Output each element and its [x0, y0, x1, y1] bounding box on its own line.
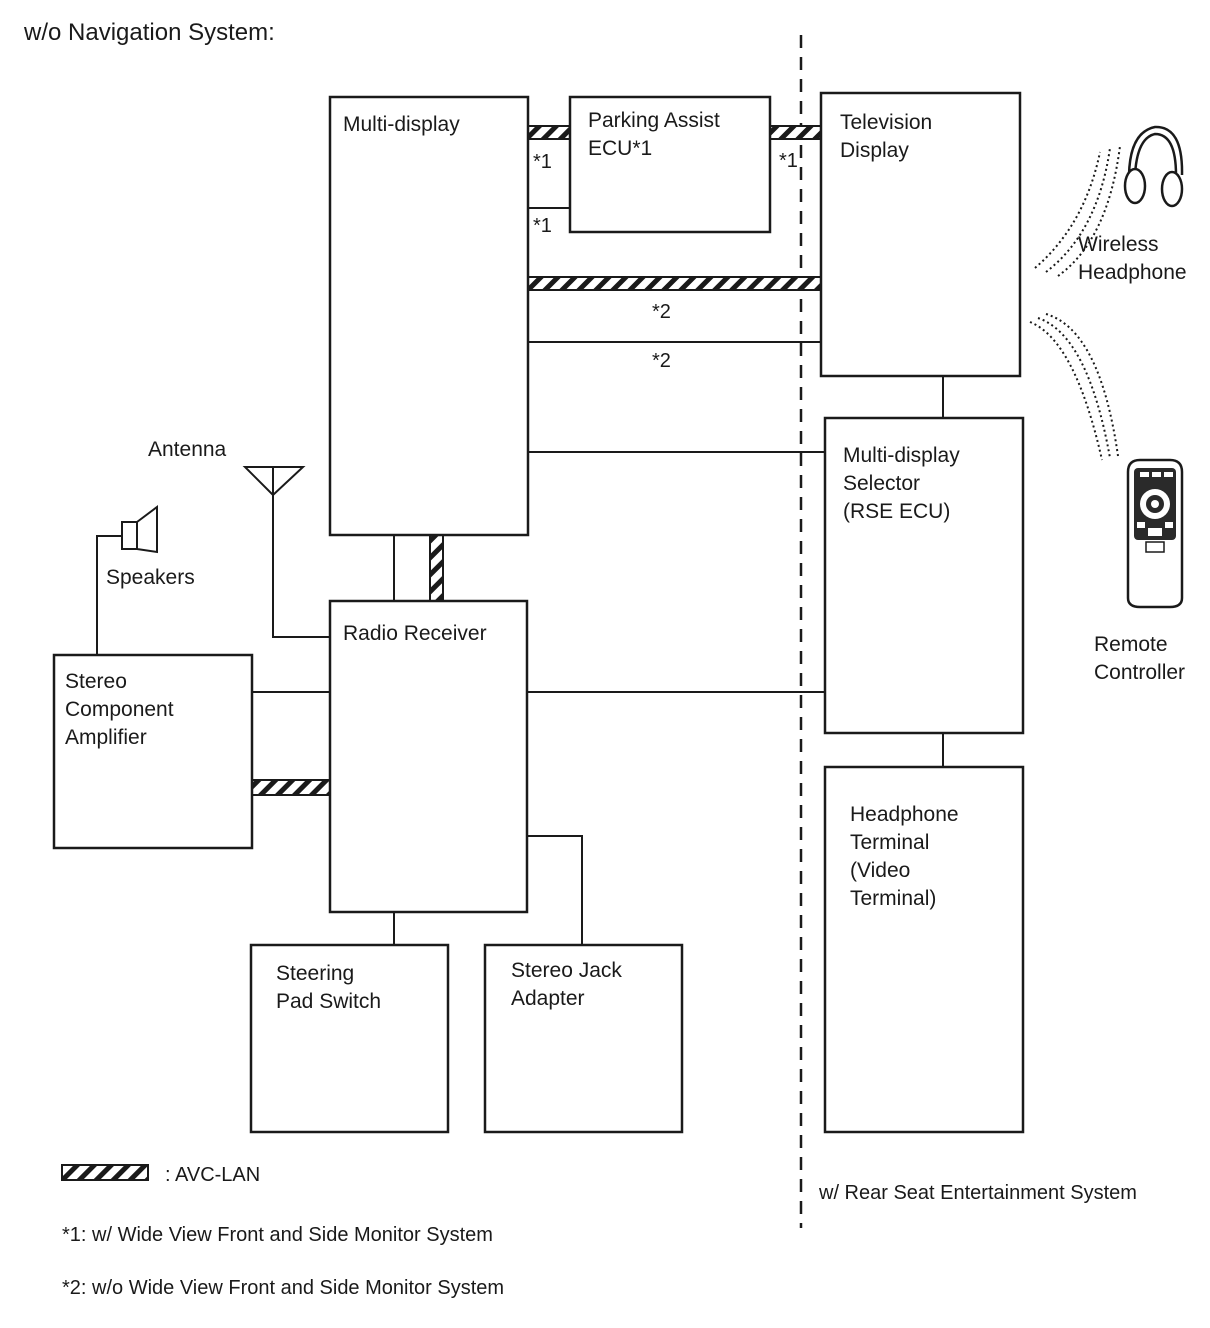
avc-lan-bus [527, 276, 822, 291]
marker-star1: *1 [533, 151, 552, 173]
svg-text:Stereo Component A: Stereo Component Amplifier [65, 670, 179, 749]
wireless-headphone-label: Wireless Headphone [1078, 233, 1187, 284]
marker-star2: *2 [652, 301, 671, 323]
headphone-terminal-block: Headphone Terminal (Video Terminal) [823, 765, 1025, 1134]
radio-receiver-block: Radio Receiver [328, 599, 529, 914]
multi-display-block: Multi-display [328, 95, 530, 537]
headphone-icon [1123, 125, 1184, 208]
parking-assist-ecu-block: Parking Assist ECU*1 [568, 95, 772, 234]
connection-wires [96, 207, 944, 945]
remote-controller-label: Remote Controller [1094, 633, 1185, 684]
antenna-icon [242, 466, 306, 497]
avc-lan-bus [429, 534, 444, 602]
antenna-label: Antenna [148, 438, 227, 461]
legend: : AVC-LAN *1: w/ Wide View Front and Sid… [61, 1164, 504, 1299]
wireless-signal-icon [1034, 145, 1121, 277]
avc-lan-legend-swatch [61, 1164, 149, 1181]
avc-lan-legend-label: : AVC-LAN [165, 1164, 260, 1186]
rse-region-label: w/ Rear Seat Entertainment System [818, 1182, 1137, 1204]
remote-controller-icon [1126, 458, 1184, 609]
stereo-amplifier-block: Stereo Component Amplifier [52, 653, 254, 850]
page-title: w/o Navigation System: [23, 19, 275, 46]
marker-star1: *1 [779, 150, 798, 172]
stereo-jack-adapter-block: Stereo Jack Adapter [483, 943, 684, 1134]
steering-pad-switch-block: Steering Pad Switch [249, 943, 450, 1134]
avc-lan-bus [251, 779, 331, 796]
avc-lan-bus [769, 125, 822, 140]
svg-text:Multi-display Selector: Multi-display Selector (RSE ECU) [843, 444, 966, 523]
svg-text:Television Display: Television Display [840, 111, 938, 162]
svg-text:Multi-display: Multi-display [343, 113, 460, 136]
svg-text:Radio Receiver: Radio Receiver [343, 622, 487, 645]
footnote-1: *1: w/ Wide View Front and Side Monitor … [62, 1224, 493, 1246]
svg-text:Steering Pad Switch: Steering Pad Switch [276, 962, 381, 1013]
svg-text:Headphone Terminal: Headphone Terminal (Video Terminal) [850, 803, 964, 910]
speakers-label: Speakers [106, 566, 195, 589]
marker-star2: *2 [652, 350, 671, 372]
svg-text:Stereo Jack Adapter: Stereo Jack Adapter [511, 959, 628, 1010]
television-display-block: Television Display [819, 91, 1022, 378]
rse-ecu-block: Multi-display Selector (RSE ECU) [823, 416, 1025, 735]
connection-markers: *1 *1 *1 *2 *2 [533, 150, 798, 372]
avc-lan-bus [527, 125, 571, 140]
ir-signal-icon [1029, 313, 1119, 461]
footnote-2: *2: w/o Wide View Front and Side Monitor… [62, 1277, 504, 1299]
speaker-icon [121, 505, 158, 554]
svg-text:Parking Assist ECU*1: Parking Assist ECU*1 [588, 109, 726, 160]
marker-star1: *1 [533, 215, 552, 237]
